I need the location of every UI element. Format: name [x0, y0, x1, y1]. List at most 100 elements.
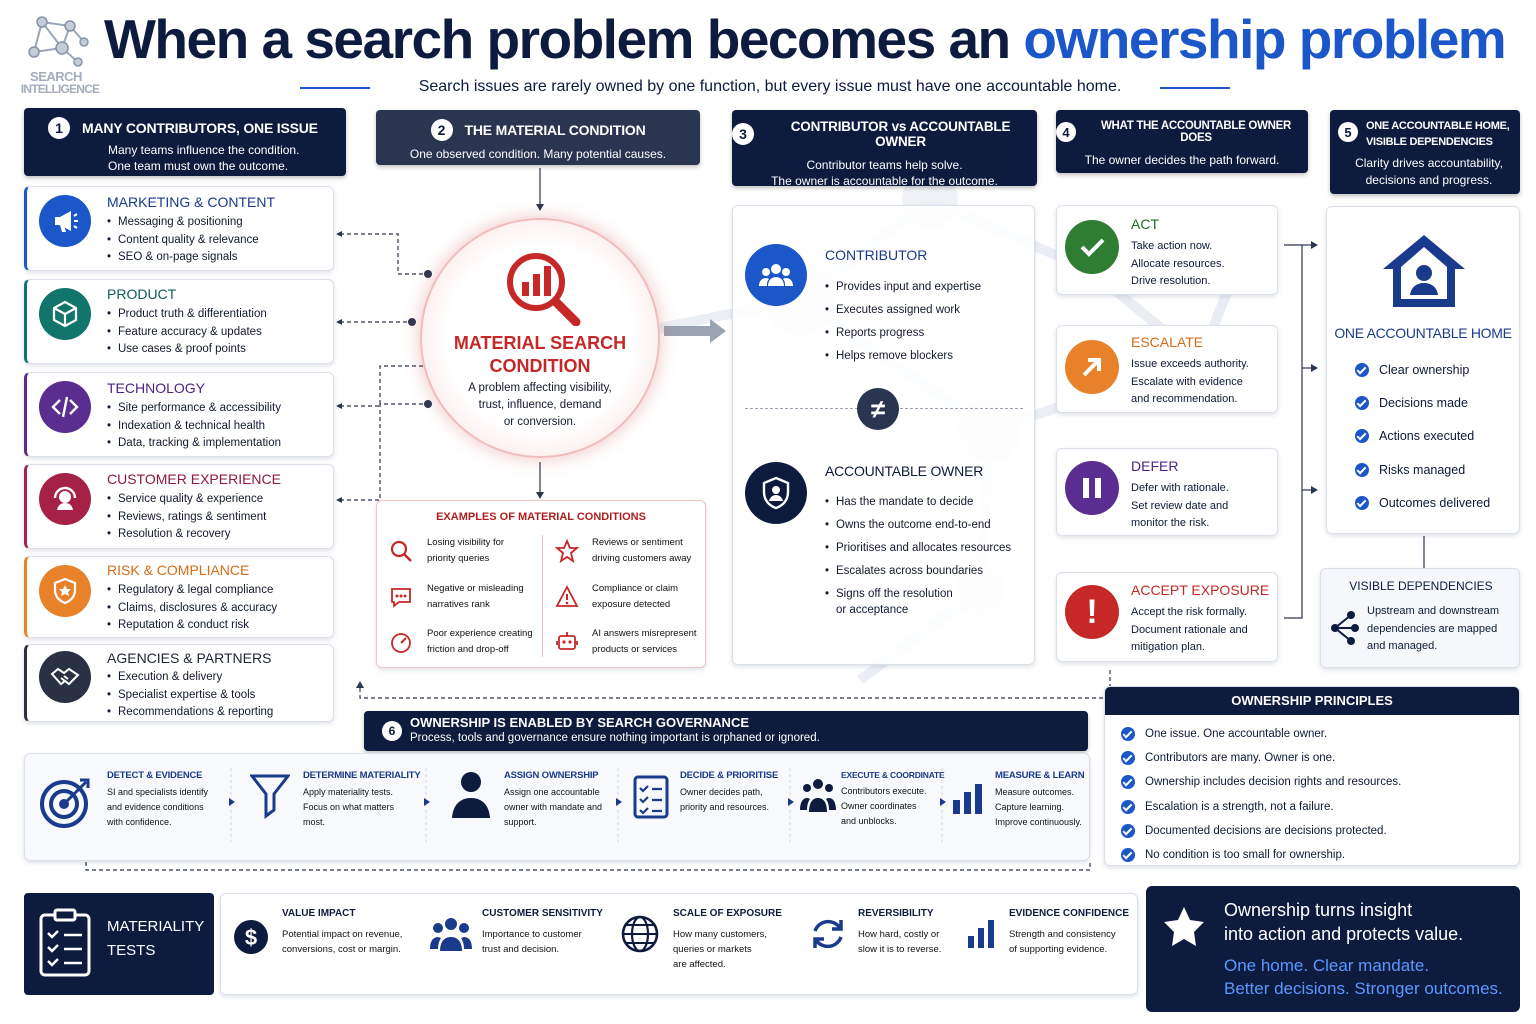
robot-icon: [555, 630, 579, 654]
page-title: When a search problem becomes an ownersh…: [104, 6, 1524, 72]
team-item: Recommendations & reporting: [107, 704, 273, 722]
section-1-title: MANY CONTRIBUTORS, ONE ISSUE: [82, 120, 318, 136]
home-list: Clear ownership Decisions made Actions e…: [1355, 353, 1490, 520]
code-icon: [39, 381, 91, 433]
checkmark-icon: [1065, 220, 1119, 274]
callout-accent: One home. Clear mandate.Better decisions…: [1224, 956, 1503, 998]
shield-person-icon: [745, 462, 807, 524]
condition-title2: CONDITION: [489, 356, 591, 376]
action-card-accept: ! ACCEPT EXPOSURE Accept the risk formal…: [1056, 572, 1278, 662]
team-item: SEO & on-page signals: [107, 249, 259, 267]
home-item: Actions executed: [1355, 420, 1490, 453]
subtitle-rule-right: [1160, 87, 1230, 89]
principle-item: Escalation is a strength, not a failure.: [1121, 795, 1519, 819]
team-item: Use cases & proof points: [107, 341, 267, 359]
owner-item: Prioritises and allocates resources: [825, 537, 1011, 560]
team-item: Indexation & technical health: [107, 418, 281, 436]
subtitle-rule-left: [300, 87, 370, 89]
check-circle-icon: [1121, 823, 1135, 838]
check-circle-icon: [1355, 429, 1369, 444]
condition-desc2: trust, influence, demand: [478, 399, 602, 411]
action-desc-escalate: Issue exceeds authority.Escalate with ev…: [1131, 358, 1249, 405]
condition-desc: A problem affecting visibility,trust, in…: [422, 380, 658, 431]
principles-list: One issue. One accountable owner. Contri…: [1105, 715, 1519, 865]
condition-title1: MATERIAL SEARCH: [453, 333, 627, 353]
shield-star-icon: [39, 565, 91, 617]
team-item: Feature accuracy & updates: [107, 324, 267, 342]
title-main: When a search problem becomes an: [104, 8, 1011, 70]
home-person-icon: [1379, 231, 1469, 311]
check-circle-icon: [1121, 727, 1135, 742]
section-4-sub: The owner decides the path forward.: [1084, 153, 1280, 167]
globe-icon: [620, 914, 660, 954]
contributor-item: Reports progress: [825, 322, 981, 345]
contributor-item: Executes assigned work: [825, 299, 981, 322]
section-5-number: 5: [1338, 122, 1358, 142]
section-1-number: 1: [48, 117, 70, 139]
title-accent: ownership problem: [1023, 8, 1506, 70]
principles-card: OWNERSHIP PRINCIPLES One issue. One acco…: [1104, 686, 1520, 866]
team-item: Reviews, ratings & sentiment: [107, 509, 266, 527]
home-card: ONE ACCOUNTABLE HOME Clear ownership Dec…: [1326, 206, 1520, 534]
action-card-act: ACT Take action now.Allocate resources.D…: [1056, 205, 1278, 295]
logo: SEARCH INTELLIGENCE: [12, 12, 108, 98]
dependencies-title: VISIBLE DEPENDENCIES: [1349, 579, 1493, 593]
action-title-escalate: ESCALATE: [1131, 334, 1204, 350]
section-6-header: 6 OWNERSHIP IS ENABLED BY SEARCH GOVERNAN…: [364, 711, 1088, 751]
owner-item: Has the mandate to decide: [825, 491, 1011, 514]
action-card-escalate: ESCALATE Issue exceeds authority.Escalat…: [1056, 325, 1278, 413]
section-2-title: THE MATERIAL CONDITION: [464, 122, 646, 138]
check-circle-icon: [1355, 496, 1369, 511]
logo-line1: SEARCH: [30, 69, 82, 84]
team-item: Site performance & accessibility: [107, 400, 281, 418]
evidence-bars-icon: [966, 918, 998, 950]
step-separators: [229, 768, 946, 842]
team-card-product: PRODUCT Product truth & differentiationF…: [24, 279, 334, 364]
warning-icon: [555, 585, 579, 609]
star-badge-icon: [1160, 904, 1208, 952]
section-6-title: OWNERSHIP IS ENABLED BY SEARCH GOVERNANC…: [410, 715, 750, 730]
principle-item: No condition is too small for ownership.: [1121, 843, 1519, 865]
owner-title: ACCOUNTABLE OWNER: [825, 463, 984, 479]
section-4-title: WHAT THE ACCOUNTABLE OWNER DOES: [1100, 120, 1292, 144]
team-item: Execution & delivery: [107, 669, 273, 687]
team-title-technology: TECHNOLOGY: [107, 380, 206, 396]
home-title: ONE ACCOUNTABLE HOME: [1334, 325, 1512, 341]
section-6-number: 6: [382, 720, 402, 741]
team-item: Reputation & conduct risk: [107, 617, 277, 635]
bar-chart-icon: [950, 780, 986, 816]
action-card-defer: DEFER Defer with rationale.Set review da…: [1056, 448, 1278, 536]
exclamation-icon: !: [1065, 585, 1119, 639]
team-item: Claims, disclosures & accuracy: [107, 600, 277, 618]
material-condition-circle: MATERIAL SEARCH CONDITION A problem affec…: [420, 218, 660, 458]
star-icon: [555, 539, 579, 563]
owner-item: Escalates across boundaries: [825, 560, 1011, 583]
action-desc-act: Take action now.Allocate resources.Drive…: [1131, 240, 1225, 287]
person-icon: [450, 768, 492, 820]
team-title-risk: RISK & COMPLIANCE: [107, 562, 250, 578]
funnel-icon: [250, 772, 290, 820]
target-icon: [38, 774, 94, 830]
section-3-sub2: The owner is accountable for the outcome…: [771, 174, 998, 188]
principle-item: One issue. One accountable owner.: [1121, 722, 1519, 746]
team-item: Service quality & experience: [107, 491, 266, 509]
check-circle-icon: [1121, 848, 1135, 863]
section-2-number: 2: [430, 119, 453, 141]
team-title-agencies: AGENCIES & PARTNERS: [107, 650, 272, 666]
action-title-accept: ACCEPT EXPOSURE: [1131, 582, 1270, 598]
handshake-icon: [39, 651, 91, 703]
home-item: Clear ownership: [1355, 353, 1490, 386]
principle-item: Documented decisions are decisions prote…: [1121, 819, 1519, 843]
section-3-title: CONTRIBUTOR vs ACCOUNTABLE OWNER: [790, 119, 1011, 149]
megaphone-icon: [39, 195, 91, 247]
